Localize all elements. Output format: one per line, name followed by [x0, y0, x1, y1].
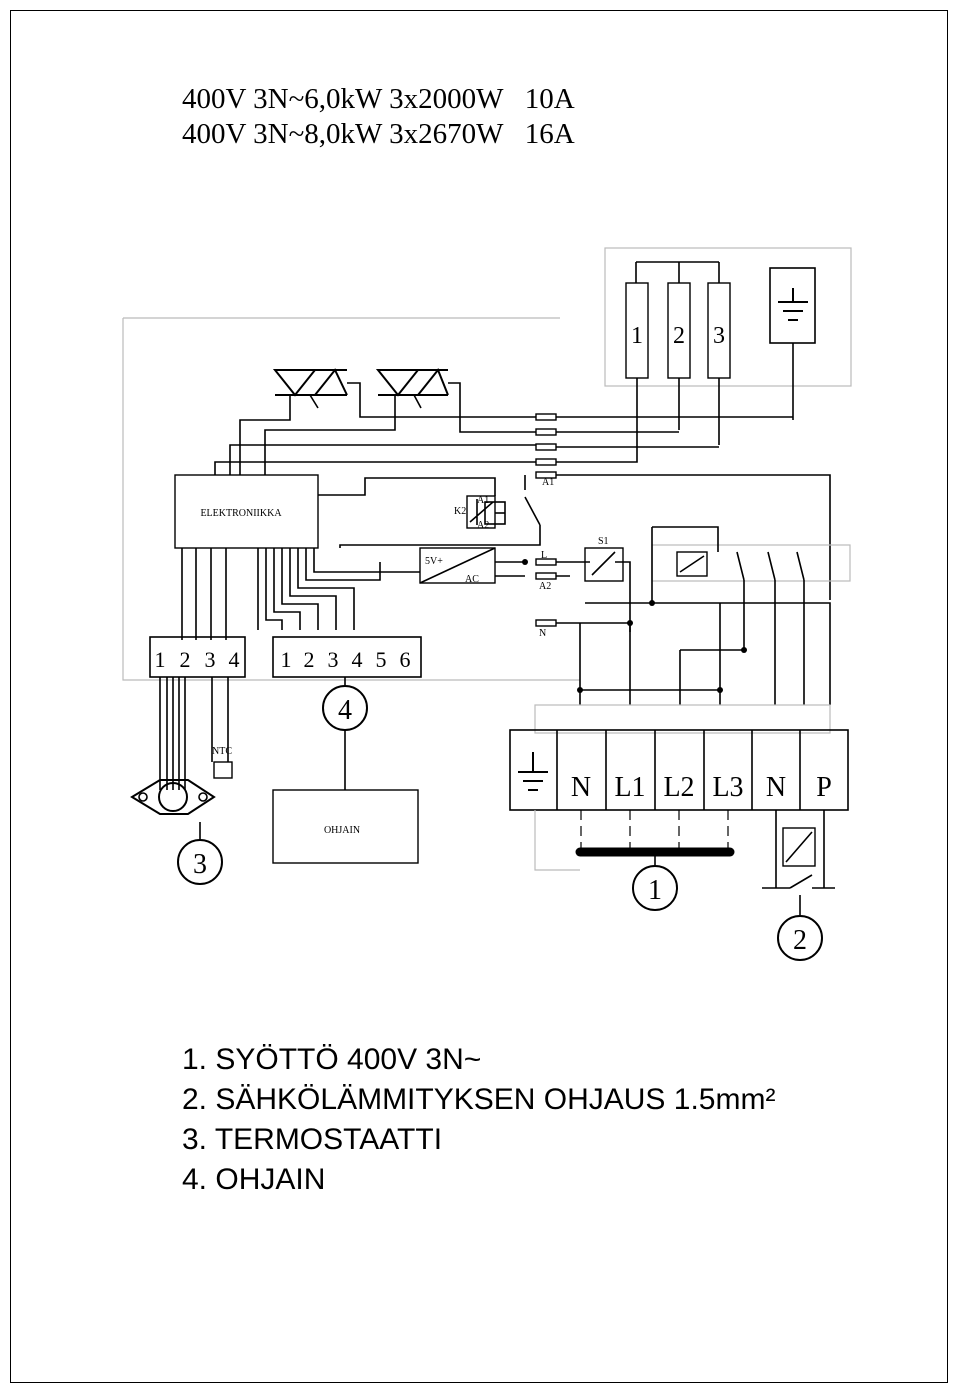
terminal-l2: L2	[663, 772, 694, 803]
heater-elements: 1 2 3	[625, 261, 731, 455]
legend: 1. SYÖTTÖ 400V 3N~ 2. SÄHKÖLÄMMITYKSEN O…	[182, 1040, 775, 1200]
cable-bundle	[181, 548, 420, 640]
terminal-n2: N	[766, 772, 786, 803]
legend-item-2: 2. SÄHKÖLÄMMITYKSEN OHJAUS 1.5mm²	[182, 1083, 776, 1116]
rating-line-6kw: 400V 3N~6,0kW 3x2000W 10A	[182, 83, 575, 115]
terminal-mid-1: 1	[281, 647, 292, 672]
page-border	[10, 10, 948, 1383]
terminal-mid-4: 4	[352, 647, 363, 672]
heater-label-1: 1	[631, 323, 643, 349]
ntc-label: NTC	[212, 746, 232, 757]
terminal-mid-3: 3	[328, 647, 339, 672]
callout-3: 3	[193, 849, 207, 880]
ground-symbol-upper	[769, 267, 816, 420]
heater-housing-outline	[604, 247, 852, 387]
switch-s1: S1	[584, 536, 631, 632]
k2-a2-label: A2	[477, 520, 489, 531]
terminal-strip-left: 1 2 3 4	[149, 636, 246, 678]
supply-ac-label: AC	[465, 574, 479, 585]
callout-4: 4	[338, 695, 352, 726]
junction-dot	[522, 559, 528, 565]
a2-terminal-label: A2	[539, 581, 551, 592]
heater-label-3: 3	[713, 323, 725, 349]
a1-top-label: A1	[542, 477, 554, 488]
supply-5v-label: 5V+	[425, 556, 443, 567]
main-contactor	[585, 526, 851, 705]
relay-k2: K2 A1 A2 A1	[339, 475, 554, 548]
electronics-module: ELEKTRONIIKKA	[174, 474, 496, 549]
heating-control: 2	[762, 810, 835, 961]
callout-2-circle	[777, 915, 823, 961]
terminal-p: P	[816, 772, 832, 803]
neutral-wiring: N	[535, 603, 747, 705]
terminal-mid-2: 2	[304, 647, 315, 672]
terminal-left-2: 2	[180, 647, 191, 672]
legend-item-3: 3. TERMOSTAATTI	[182, 1123, 443, 1156]
triac-2	[264, 368, 449, 505]
rating-line-8kw: 400V 3N~8,0kW 3x2670W 16A	[182, 118, 575, 150]
controller-label: OHJAIN	[324, 825, 360, 836]
heater-label-2: 2	[673, 323, 685, 349]
control-housing-outline	[122, 317, 580, 681]
terminal-n: N	[571, 772, 591, 803]
callout-1-circle	[632, 865, 678, 911]
terminal-left-3: 3	[205, 647, 216, 672]
n-terminal-label: N	[539, 628, 546, 639]
power-supply-5v: 5V+ AC L A2	[419, 547, 585, 592]
terminal-left-1: 1	[155, 647, 166, 672]
thermostat: 3	[130, 677, 223, 885]
callout-3-circle	[177, 839, 223, 885]
supply-terminal-block: N L1 L2 L3 N P	[509, 704, 849, 811]
callout-1: 1	[648, 875, 662, 906]
controller-ohjain: 4 OHJAIN	[272, 677, 419, 864]
terminal-strip-mid: 1 2 3 4 5 6	[272, 636, 422, 678]
terminal-mid-6: 6	[400, 647, 411, 672]
callout-2: 2	[793, 925, 807, 956]
terminal-l1: L1	[614, 772, 645, 803]
legend-item-1: 1. SYÖTTÖ 400V 3N~	[182, 1043, 482, 1076]
terminal-mid-5: 5	[376, 647, 387, 672]
electronics-label: ELEKTRONIIKKA	[200, 508, 282, 519]
rating-header: 400V 3N~6,0kW 3x2000W 10A 400V 3N~8,0kW …	[182, 82, 575, 152]
terminal-left-4: 4	[229, 647, 240, 672]
ntc-sensor: NTC	[211, 677, 233, 779]
s1-label: S1	[598, 536, 609, 547]
k2-a1-label: A1	[477, 495, 489, 506]
terminal-l3: L3	[712, 772, 743, 803]
k2-label: K2	[454, 506, 466, 517]
l-terminal-label: L	[541, 550, 547, 561]
supply-cable: 1	[534, 810, 735, 911]
legend-item-4: 4. OHJAIN	[182, 1163, 326, 1196]
